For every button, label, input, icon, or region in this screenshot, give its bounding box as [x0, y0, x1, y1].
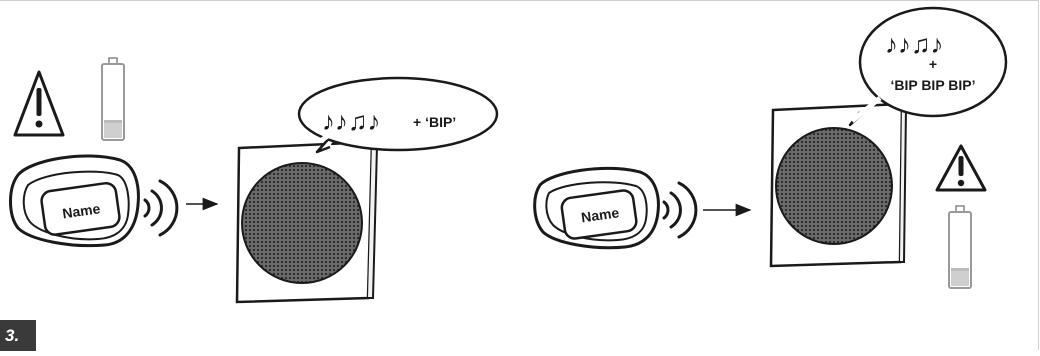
warning-triangle-icon [937, 146, 985, 190]
speech-bubble: ♪♪♫♪ + ‘BIP’ [299, 78, 497, 152]
push-button: Name [11, 156, 139, 246]
plus-sign: + [929, 56, 937, 72]
push-button: Name [535, 168, 659, 247]
right-scene: Name ♪♪♫♪ + ‘BIP BIP BIP’ [535, 8, 1006, 288]
melody-notes: ♪♪♫♪ [322, 106, 381, 136]
door-chime-speaker-icon [237, 142, 377, 302]
step-number-badge: 3. [0, 320, 36, 351]
sound-label: ‘BIP BIP BIP’ [890, 77, 975, 93]
battery-icon [102, 58, 124, 140]
warning-triangle-icon [15, 72, 63, 135]
sound-label: + ‘BIP’ [413, 114, 456, 130]
wireless-signal-icon [145, 181, 177, 235]
battery-icon [949, 206, 971, 288]
wireless-signal-icon [664, 183, 696, 237]
melody-notes: ♪♪♫♪ [885, 29, 944, 59]
door-chime-speaker-icon [771, 104, 906, 266]
left-scene: Name ♪♪♫♪ + ‘BIP’ [11, 58, 498, 302]
